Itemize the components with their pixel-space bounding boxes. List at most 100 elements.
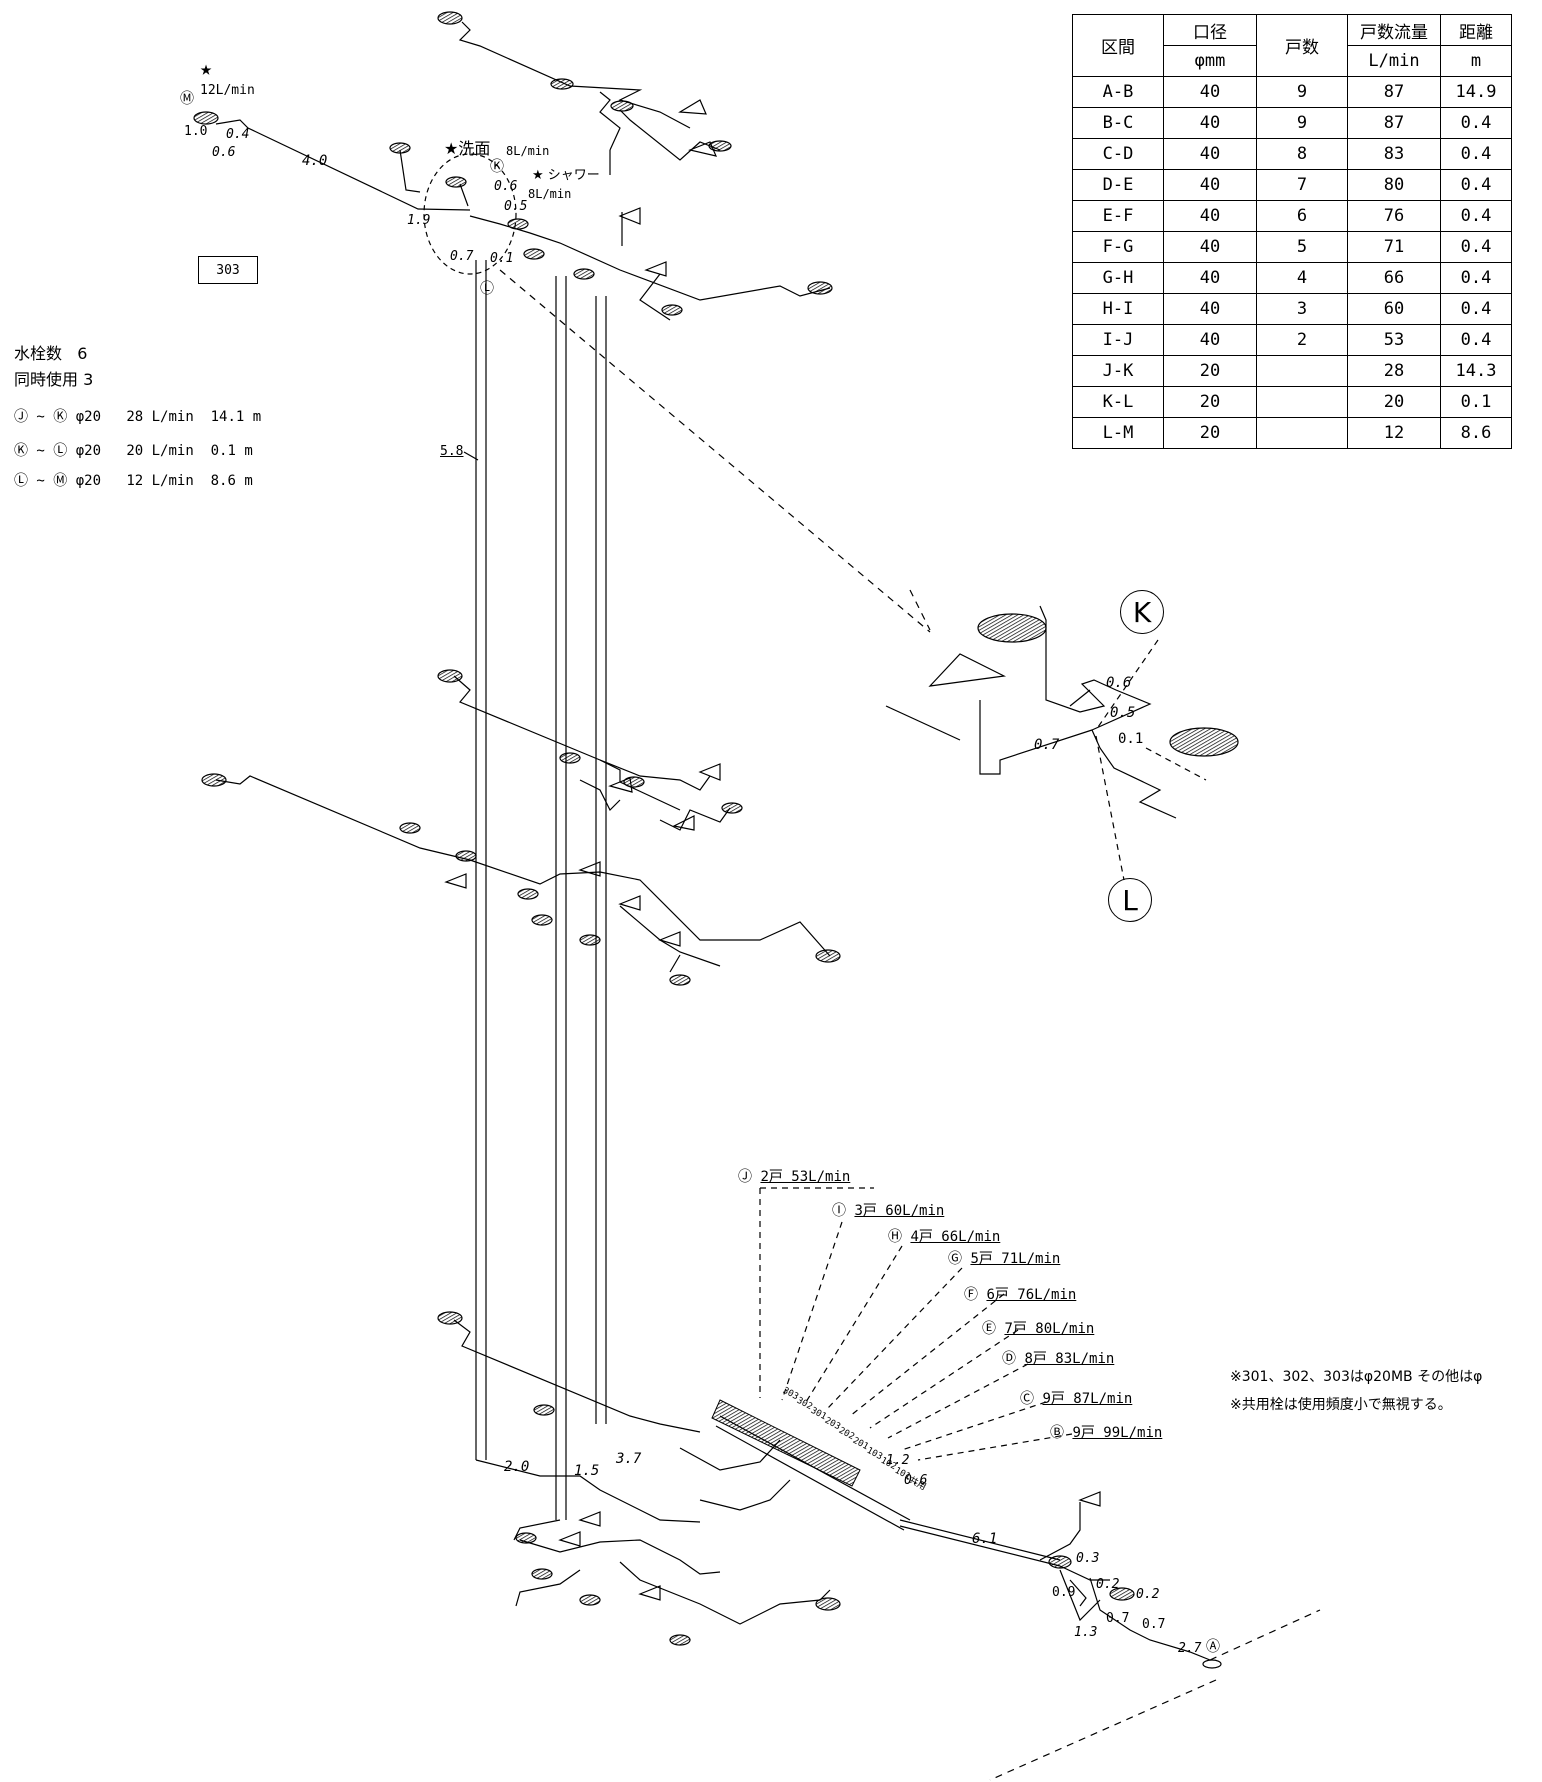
detail-dim: 0.7 — [1034, 737, 1060, 753]
node-flow-text: 7戸 80L/min — [1004, 1321, 1095, 1337]
dim-label: 1.2 — [886, 1453, 910, 1468]
table-header-unit: L/min — [1347, 45, 1441, 77]
table-header-row: 区間 口径 戸数 戸数流量 距離 — [1072, 14, 1512, 77]
table-cell: 87 — [1347, 76, 1441, 108]
node-flow-text: 9戸 87L/min — [1042, 1391, 1133, 1407]
dim-label: 1.0 — [184, 124, 208, 139]
node-flow-text: 5戸 71L/min — [970, 1251, 1061, 1267]
dim-label: 0.6 — [494, 179, 518, 194]
node-flow-text: 4戸 66L/min — [910, 1229, 1001, 1245]
faucet-symbols — [193, 11, 1239, 1669]
table-cell: 40 — [1163, 107, 1257, 139]
table-cell: 7 — [1256, 169, 1348, 201]
simultaneous-use: 同時使用 3 — [14, 366, 93, 390]
dim-label: 0.7 — [1106, 1611, 1130, 1626]
node-flow-text: 3戸 60L/min — [854, 1203, 945, 1219]
table-cell — [1256, 417, 1348, 449]
table-cell: 4 — [1256, 262, 1348, 294]
table-cell: 53 — [1347, 324, 1441, 356]
table-cell: F-G — [1072, 231, 1164, 263]
summary-row: Ⓙ ~ Ⓚ φ20 28 L/min 14.1 m — [14, 406, 261, 426]
table-cell: 0.4 — [1440, 231, 1512, 263]
table-cell: 71 — [1347, 231, 1441, 263]
table-cell: 40 — [1163, 169, 1257, 201]
dim-label: 1.5 — [574, 1463, 600, 1479]
detail-dim: 0.5 — [1110, 705, 1136, 721]
table-cell: 14.9 — [1440, 76, 1512, 108]
table-cell — [1256, 386, 1348, 418]
washbasin-label: ★洗面 — [444, 139, 491, 158]
simul-label: 同時使用 — [14, 370, 79, 389]
summary-flow: 28 L/min — [126, 409, 194, 425]
table-cell: 66 — [1347, 262, 1441, 294]
node-label: Ⓖ 5戸 71L/min — [948, 1252, 1060, 1266]
dim-label: 0.6 — [904, 1473, 928, 1488]
table-cell: D-E — [1072, 169, 1164, 201]
table-header: 距離 — [1440, 14, 1512, 46]
table-cell: 40 — [1163, 138, 1257, 170]
table-cell: E-F — [1072, 200, 1164, 232]
faucet-count-label: 水栓数 — [14, 344, 63, 363]
node-leaders — [759, 1187, 1073, 1461]
floor-3-piping — [215, 21, 831, 321]
table-cell: 9 — [1256, 76, 1348, 108]
node-m-mark: Ⓜ — [180, 91, 194, 107]
summary-row: Ⓚ ~ Ⓛ φ20 20 L/min 0.1 m — [14, 440, 253, 460]
table-header-row: φmm L/min m — [1073, 45, 1512, 77]
table-cell: 60 — [1347, 293, 1441, 325]
header-block — [711, 1399, 861, 1487]
shower-label: ★ シャワー — [532, 168, 600, 183]
table-cell: 2 — [1256, 324, 1348, 356]
table-cell: C-D — [1072, 138, 1164, 170]
table-cell: L-M — [1072, 417, 1164, 449]
node-label: Ⓓ 8戸 83L/min — [1002, 1352, 1114, 1366]
table-cell: 0.4 — [1440, 169, 1512, 201]
table-cell: 40 — [1163, 200, 1257, 232]
table-header-unit: m — [1440, 45, 1512, 77]
table-cell: 40 — [1163, 324, 1257, 356]
table-cell: 12 — [1347, 417, 1441, 449]
table-cell: 9 — [1256, 107, 1348, 139]
summary-length: 8.6 m — [210, 473, 253, 489]
node-mark: Ⓖ — [948, 1251, 971, 1267]
table-cell: H-I — [1072, 293, 1164, 325]
dim-label: 2.0 — [504, 1459, 530, 1475]
node-mark: Ⓓ — [1002, 1351, 1025, 1367]
note-line-2: ※共用栓は使用頻度小で無視する。 — [1230, 1397, 1452, 1413]
dim-label: 0.3 — [1076, 1551, 1100, 1566]
table-cell: 87 — [1347, 107, 1441, 139]
table-cell: 20 — [1163, 386, 1257, 418]
table-cell — [1256, 355, 1348, 387]
node-flow-text: 2戸 53L/min — [760, 1169, 851, 1185]
faucet-count-value: 6 — [77, 344, 88, 363]
table-cell: 8.6 — [1440, 417, 1512, 449]
dim-label: 3.7 — [616, 1451, 642, 1467]
dim-label: 5.8 — [440, 444, 464, 459]
table-cell: 0.4 — [1440, 324, 1512, 356]
table-cell: 0.4 — [1440, 138, 1512, 170]
node-l-mark: Ⓛ — [480, 281, 494, 297]
header-manifold — [715, 1415, 1211, 1661]
node-flow-text: 9戸 99L/min — [1072, 1425, 1163, 1441]
dim-label: 0.2 — [1096, 1577, 1120, 1592]
table-cell: 20 — [1163, 417, 1257, 449]
summary-range: Ⓙ ~ Ⓚ φ20 — [14, 409, 102, 425]
dim-label: 0.6 — [212, 145, 236, 160]
dim-label: 6.1 — [972, 1531, 998, 1547]
table-cell: 8 — [1256, 138, 1348, 170]
dim-label: 0.7 — [1142, 1617, 1166, 1632]
dim-label: 1.9 — [407, 213, 431, 228]
detail-dim: 0.6 — [1106, 675, 1132, 691]
node-label: Ⓔ 7戸 80L/min — [982, 1322, 1094, 1336]
